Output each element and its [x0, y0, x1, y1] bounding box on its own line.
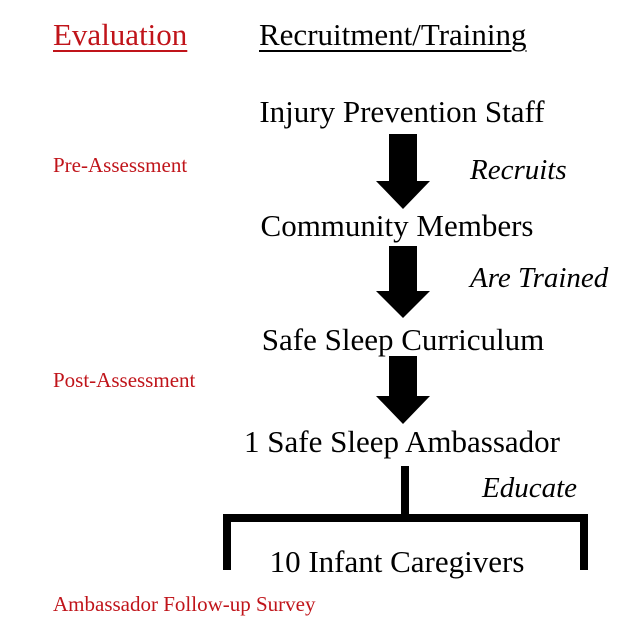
step-educate: Educate: [482, 472, 578, 504]
bracket-connector: [223, 466, 588, 570]
node-safe-sleep-ambassador: 1 Safe Sleep Ambassador: [244, 424, 560, 459]
eval-ambassador-follow-up-survey: Ambassador Follow-up Survey: [53, 592, 316, 616]
node-injury-prevention-staff: Injury Prevention Staff: [259, 94, 545, 129]
arrow-down-2: [376, 246, 430, 318]
node-infant-caregivers: 10 Infant Caregivers: [269, 544, 525, 579]
arrow-down-3: [376, 356, 430, 424]
arrow-down-1: [376, 134, 430, 209]
evaluation-header: Evaluation: [53, 17, 188, 52]
recruitment-training-header: Recruitment/Training: [259, 17, 527, 52]
node-safe-sleep-curriculum: Safe Sleep Curriculum: [261, 322, 545, 357]
node-community-members: Community Members: [260, 208, 534, 243]
step-recruits: Recruits: [470, 154, 567, 186]
step-are-trained: Are Trained: [470, 262, 609, 294]
eval-post-assessment: Post-Assessment: [53, 368, 196, 392]
eval-pre-assessment: Pre-Assessment: [53, 153, 188, 177]
